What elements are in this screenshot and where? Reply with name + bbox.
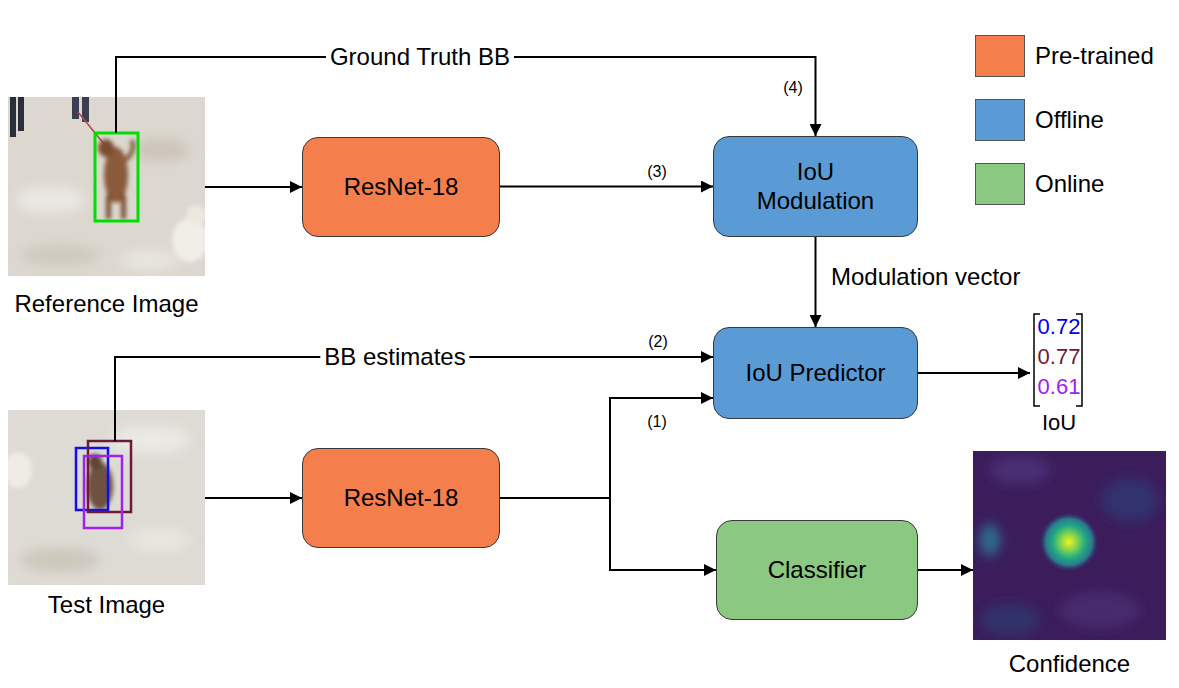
- reference-image: Reference Image: [8, 97, 205, 319]
- image-caption: Test Image: [48, 591, 165, 620]
- legend-text: Pre-trained: [1035, 42, 1154, 70]
- callout-number: (2): [648, 332, 668, 351]
- person-leg: [10, 97, 16, 137]
- pretrained-box: ResNet-18: [302, 448, 500, 548]
- connector-arrow: [500, 398, 713, 498]
- confidence-peak: [1039, 512, 1099, 572]
- snow-texture: [20, 426, 190, 572]
- confidence-heatmap: [973, 451, 1166, 640]
- snow-texture: [15, 138, 190, 270]
- connector-arrow: [205, 497, 302, 499]
- legend-text: Online: [1035, 170, 1104, 198]
- box-label: ResNet-18: [344, 173, 459, 202]
- legend-swatch: [975, 35, 1025, 77]
- connector-arrow: [918, 569, 973, 571]
- dog: [98, 139, 133, 219]
- legend-entry: Pre-trained: [975, 35, 1154, 77]
- iou-value: 0.61: [1038, 372, 1081, 402]
- leash: [78, 112, 104, 144]
- confidence-map: Confidence: [973, 451, 1166, 679]
- box-label: IoU Predictor: [745, 359, 885, 388]
- reference-photo: [8, 97, 205, 276]
- leader-line: [115, 97, 117, 133]
- bb-estimate: [84, 456, 122, 528]
- connector-label: BB estimates: [320, 343, 469, 372]
- pretrained-box: ResNet-18: [302, 137, 500, 237]
- image-caption: Confidence: [1009, 650, 1130, 679]
- connector-arrow: [918, 372, 1030, 374]
- legend-text: Offline: [1035, 106, 1104, 134]
- ground-truth-box: [95, 133, 138, 221]
- online-box: Classifier: [716, 520, 918, 620]
- vector-caption: IoU: [1042, 408, 1076, 438]
- image-caption: Reference Image: [14, 290, 198, 319]
- connector-label: Ground Truth BB: [326, 43, 514, 72]
- leader-line: [114, 410, 116, 441]
- heatmap-ground: [973, 451, 1166, 640]
- connector-arrow: [815, 237, 817, 327]
- white-dog: [8, 452, 32, 488]
- connector-label: Modulation vector: [831, 263, 1020, 292]
- box-label: Classifier: [768, 556, 867, 585]
- person-leg: [18, 97, 24, 131]
- person-leg: [72, 97, 79, 119]
- snow-ground: [8, 410, 205, 585]
- iou-vector: 0.720.770.61IoU: [1030, 312, 1088, 444]
- white-dog: [172, 205, 205, 262]
- legend-entry: Online: [975, 163, 1104, 205]
- test-image: Test Image: [8, 410, 205, 620]
- box-label: ResNet-18: [344, 484, 459, 513]
- iou-value: 0.77: [1038, 342, 1081, 372]
- bb-estimate: [88, 441, 131, 512]
- heatmap-texture: [980, 456, 1158, 636]
- legend-entry: Offline: [975, 99, 1104, 141]
- offline-box: IoU Predictor: [713, 327, 918, 419]
- callout-number: (4): [783, 78, 803, 97]
- callout-number: (3): [647, 162, 667, 181]
- box-label: IoU Modulation: [741, 158, 891, 216]
- legend-swatch: [975, 163, 1025, 205]
- legend-swatch: [975, 99, 1025, 141]
- callout-number: (1): [647, 412, 667, 431]
- connector-arrow: [500, 498, 716, 570]
- offline-box: IoU Modulation: [713, 136, 918, 237]
- connector-arrow: [205, 186, 302, 188]
- test-photo: [8, 410, 205, 585]
- iou-value: 0.72: [1038, 312, 1081, 342]
- bb-estimate: [76, 448, 108, 510]
- connector-arrow: [500, 186, 713, 188]
